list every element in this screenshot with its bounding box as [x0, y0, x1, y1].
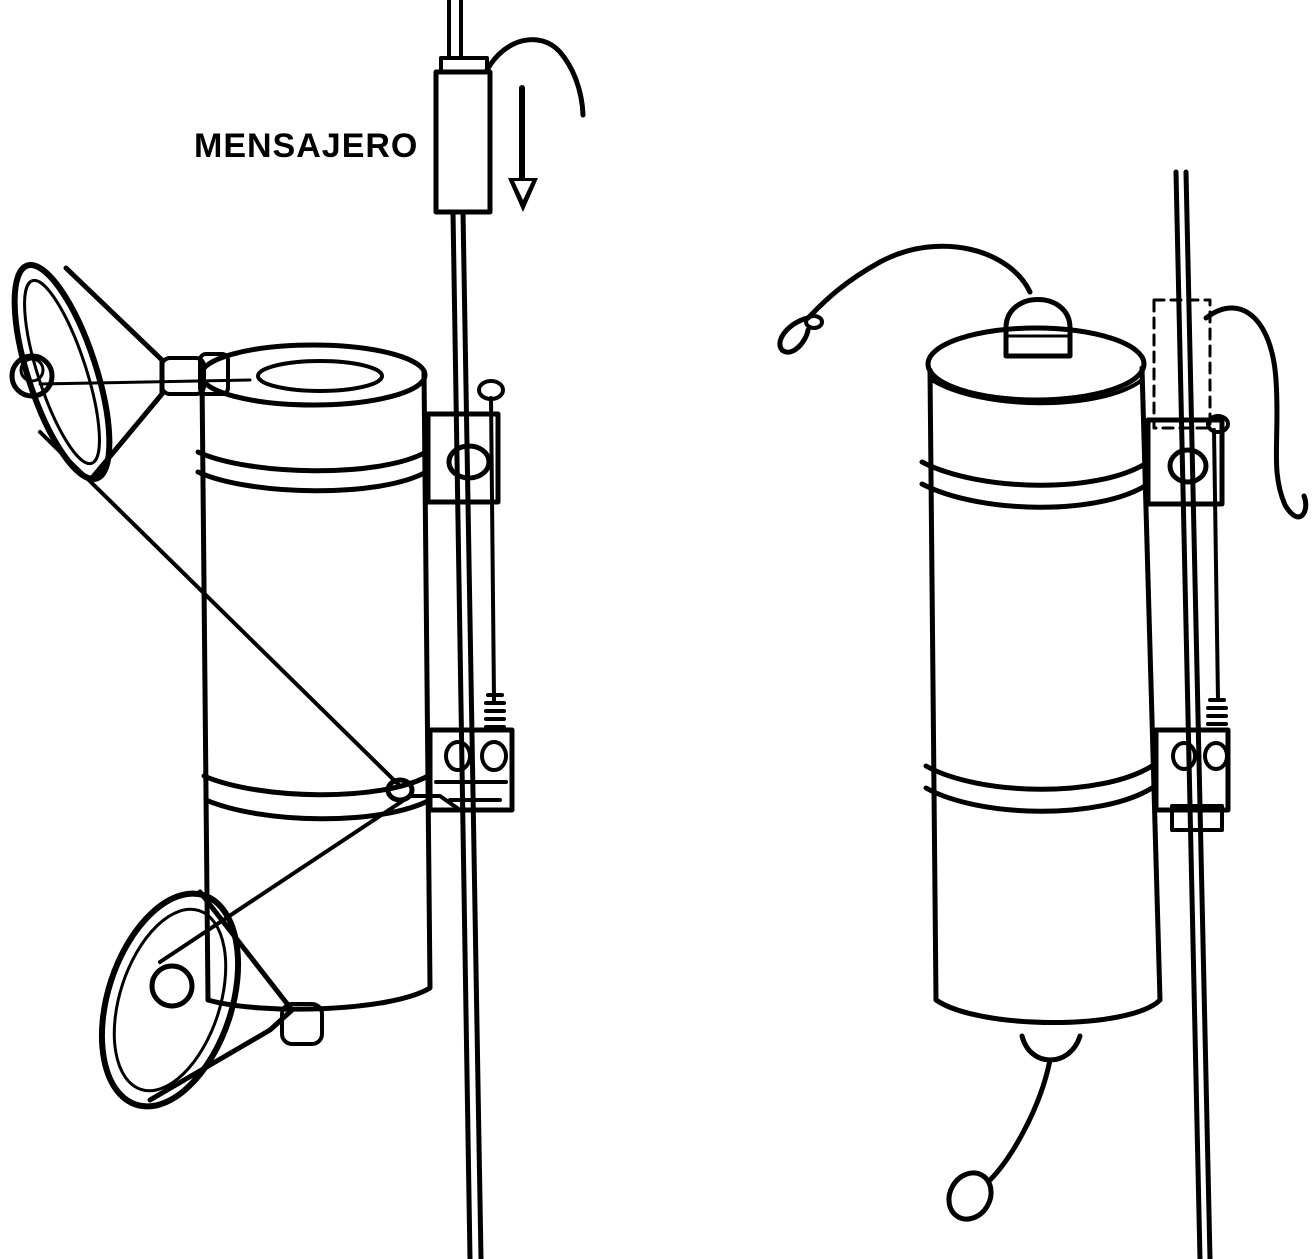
messenger-label: MENSAJERO — [194, 127, 419, 165]
left-cable — [447, 0, 484, 1259]
messenger-weight — [433, 37, 586, 215]
down-arrow-icon — [508, 85, 538, 212]
bottom-cone-lid — [98, 889, 324, 1110]
left-cylinder — [195, 342, 433, 1012]
open-sampler — [9, 0, 586, 1259]
top-cone-lid — [9, 261, 230, 483]
bottom-knob — [946, 1033, 1083, 1222]
right-cable — [1173, 169, 1213, 1259]
right-release-bracket — [1145, 298, 1309, 832]
top-knob — [777, 243, 1073, 359]
closed-sampler — [777, 169, 1309, 1259]
release-wire — [38, 378, 462, 964]
right-cylinder — [919, 325, 1163, 1025]
